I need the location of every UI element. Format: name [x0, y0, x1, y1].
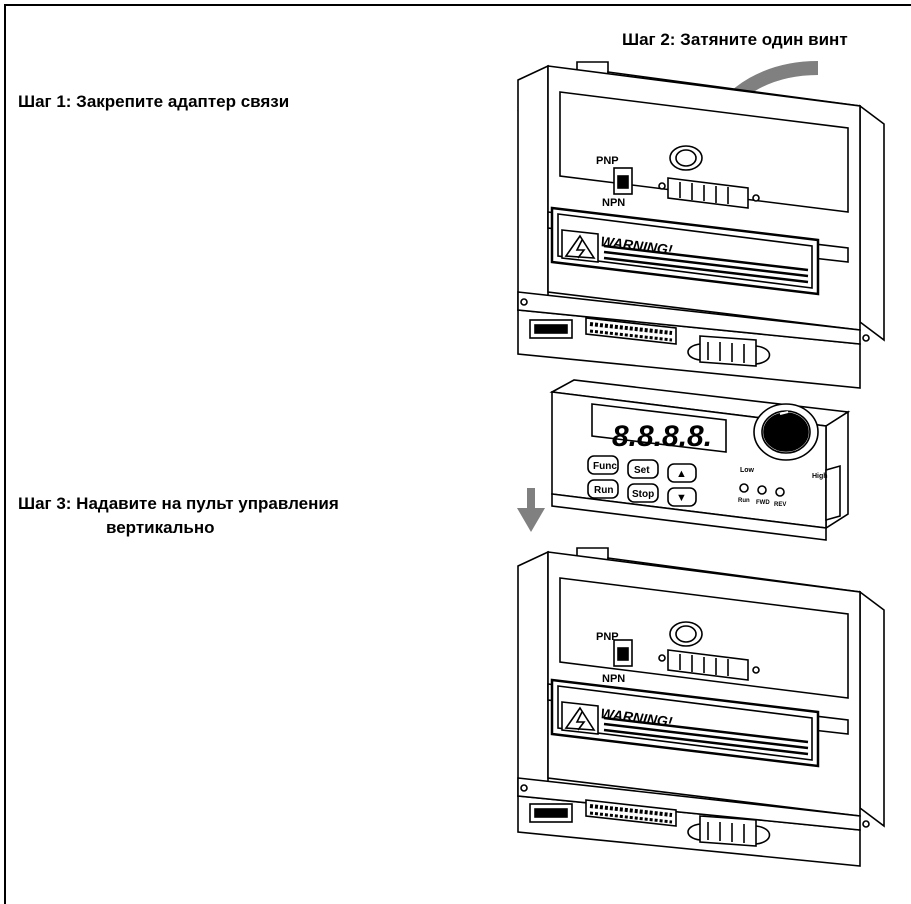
pnp-label: PNP	[596, 155, 619, 167]
up-arrow-icon: ▲	[676, 468, 687, 480]
step-2-label: Шаг 2: Затяните один винт	[622, 30, 848, 49]
step-3-line-1: Шаг 3: Надавите на пульт управления	[18, 494, 339, 513]
figure-frame	[4, 4, 911, 904]
assembly-illustration: PNP NPN WARNING! 8.8.8.8. Func Set Run S…	[517, 61, 885, 867]
run-button-label: Run	[594, 485, 613, 496]
func-button-label: Func	[593, 461, 617, 472]
step-3-line-2: вертикально	[106, 518, 215, 537]
knob-high-label: High	[812, 473, 828, 480]
led-rev-label: REV	[774, 502, 786, 508]
down-arrow-icon	[517, 488, 545, 532]
keypad-display: 8.8.8.8.	[612, 420, 712, 453]
base-unit-top	[517, 61, 885, 389]
knob-low-label: Low	[740, 467, 755, 474]
down-arrow-button-icon: ▼	[676, 492, 687, 504]
step-3-label: Шаг 3: Надавите на пульт управления верт…	[18, 492, 339, 540]
npn-label-bottom: NPN	[602, 673, 625, 685]
base-unit-bottom	[517, 547, 885, 867]
pnp-label-bottom: PNP	[596, 631, 619, 643]
led-run-label: Run	[738, 498, 750, 504]
set-button-label: Set	[634, 465, 650, 476]
step-1-label: Шаг 1: Закрепите адаптер связи	[18, 92, 290, 111]
keypad-panel	[549, 379, 851, 541]
npn-label: NPN	[602, 197, 625, 209]
led-fwd-label: FWD	[756, 500, 770, 506]
stop-button-label: Stop	[632, 489, 654, 500]
